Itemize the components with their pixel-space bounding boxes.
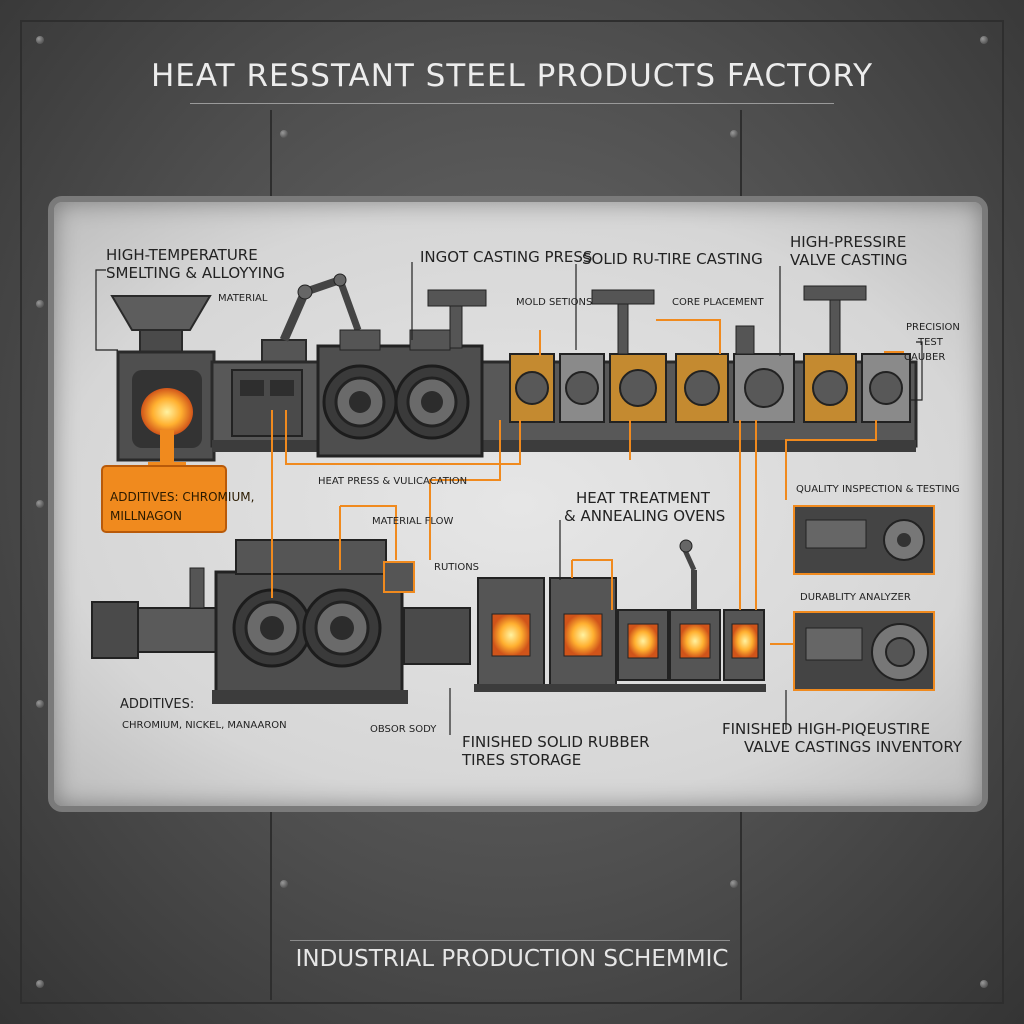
rivet [730, 880, 738, 888]
plate-seam [20, 20, 22, 1004]
oven-robot-arm [679, 539, 697, 610]
core-placement-tool [735, 325, 755, 355]
label-tires-storage-line1: FINISHED SOLID RUBBER [462, 733, 650, 751]
press-control-panel [403, 607, 471, 665]
flow-line [340, 505, 397, 560]
flow-line [572, 559, 613, 610]
label-test-line2: CAUBER [904, 352, 945, 363]
label-quality-inspection: QUALITY INSPECTION & TESTING [796, 484, 960, 495]
plate-seam [1002, 20, 1004, 1004]
mold-station-7 [861, 353, 911, 423]
rivet [730, 130, 738, 138]
rivet [280, 130, 288, 138]
label-material: MATERIAL [218, 293, 268, 304]
annealing-oven-3 [617, 609, 669, 681]
plate-seam [270, 810, 272, 1000]
label-heat-treatment-line2: & ANNEALING OVENS [564, 507, 725, 525]
callout-leaders [95, 262, 923, 735]
label-additives2-line1: ADDITIVES: [120, 697, 194, 712]
rivet [280, 880, 288, 888]
annealing-oven-1 [477, 577, 545, 689]
label-additives2-line2: CHROMIUM, NICKEL, MANAARON [122, 720, 287, 731]
plate-seam [270, 110, 272, 196]
quality-inspection-station [793, 505, 935, 575]
rivet [980, 36, 988, 44]
extruder-unit [91, 567, 235, 659]
footer-caption: INDUSTRIAL PRODUCTION SCHEMMIC [295, 946, 729, 972]
rivet [36, 36, 44, 44]
label-order-body: OBSOR SODY [370, 724, 437, 735]
label-valve-inventory-line1: FINISHED HIGH-PIQEUSTIRE [722, 720, 930, 738]
label-material-flow: MATERIAL FLOW [372, 516, 453, 527]
mold-station-4 [675, 353, 729, 423]
valve-column [829, 299, 841, 355]
mold-station-3 [609, 353, 667, 423]
smelting-furnace [110, 295, 216, 472]
oven-rail [474, 684, 766, 692]
additives-box [101, 465, 227, 533]
label-ingot-casting: INGOT CASTING PRESS [420, 248, 592, 266]
durability-analyzer [793, 611, 935, 691]
label-valve-casting-line1: HIGH-PRESSIRE [790, 233, 906, 251]
valve-gantry [803, 285, 867, 301]
control-cabinet [231, 369, 303, 437]
rivet [36, 980, 44, 988]
page-title: HEAT RESSTANT STEEL PRODUCTS FACTORY [150, 58, 874, 94]
label-smelting-line2: SMELTING & ALLOYYING [106, 264, 285, 282]
label-tires-storage-line2: TIRES STORAGE [461, 751, 581, 769]
press-gantry [427, 289, 487, 307]
label-smelting-line1: HIGH-TEMPERATURE [106, 246, 258, 264]
flow-line [656, 319, 721, 354]
rivet [36, 500, 44, 508]
label-heat-treatment-line1: HEAT TREATMENT [576, 489, 711, 507]
control-display [270, 380, 294, 396]
press-column [449, 305, 463, 349]
label-additives-box-line1: ADDITIVES: CHROMIUM, [110, 490, 254, 504]
ingot-casting-press [316, 329, 484, 458]
label-heat-press: HEAT PRESS & VULICACATION [318, 476, 467, 487]
rivet [36, 700, 44, 708]
mold-station-2 [559, 353, 605, 423]
label-valve-inventory-line2: VALVE CASTINGS INVENTORY [744, 738, 963, 756]
label-valve-casting-line2: VALVE CASTING [790, 251, 907, 269]
label-solid-tire-casting: SOLID RU-TIRE CASTING [582, 250, 763, 268]
mold-gantry [591, 289, 655, 305]
flow-line [785, 420, 877, 500]
title-underline [190, 103, 834, 104]
control-display [240, 380, 264, 396]
plate-seam [20, 1002, 1004, 1004]
label-rutions: RUTIONS [434, 562, 479, 573]
plate-seam [20, 20, 1004, 22]
label-precision: PRECISION [906, 322, 960, 333]
label-test-line1: TEST [917, 337, 944, 348]
flow-line [285, 410, 521, 465]
vulcanization-press [212, 539, 408, 704]
label-additives-box-line2: MILLNAGON [110, 509, 182, 523]
label-mold-setting: MOLD SETIONS [516, 297, 592, 308]
mold-station-5 [733, 353, 795, 423]
annealing-oven-2 [549, 577, 617, 689]
label-durability-analyzer: DURABLITY ANALYZER [800, 592, 911, 603]
footer-rule [290, 940, 730, 941]
plate-seam [740, 810, 742, 1000]
annealing-oven-4 [669, 609, 721, 681]
material-flow-lines [271, 319, 904, 645]
flow-controller [383, 561, 415, 593]
annealing-oven-5 [723, 609, 765, 681]
rivet [980, 980, 988, 988]
mold-column [617, 303, 629, 355]
rivet [36, 300, 44, 308]
label-core-placement: CORE PLACEMENT [672, 297, 765, 308]
mold-station-6 [803, 353, 857, 423]
flow-line [429, 420, 501, 560]
plate-seam [740, 110, 742, 196]
mold-station-1 [509, 353, 555, 423]
